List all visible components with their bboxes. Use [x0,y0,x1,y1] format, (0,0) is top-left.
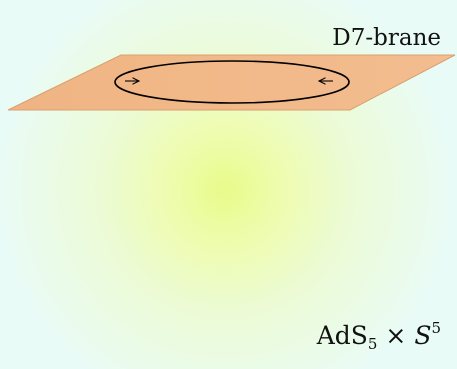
ads5-s5-label: AdS5 × S5 [316,319,441,353]
string-loop [114,60,350,104]
times-symbol: × [377,321,414,350]
sphere-superscript: 5 [431,319,441,337]
ads-prefix: AdS [316,321,368,350]
d7-brane-plane [7,54,456,111]
sphere-symbol: S [414,321,431,350]
d7-brane-label: D7-brane [332,25,441,51]
ads-subscript: 5 [368,335,378,353]
